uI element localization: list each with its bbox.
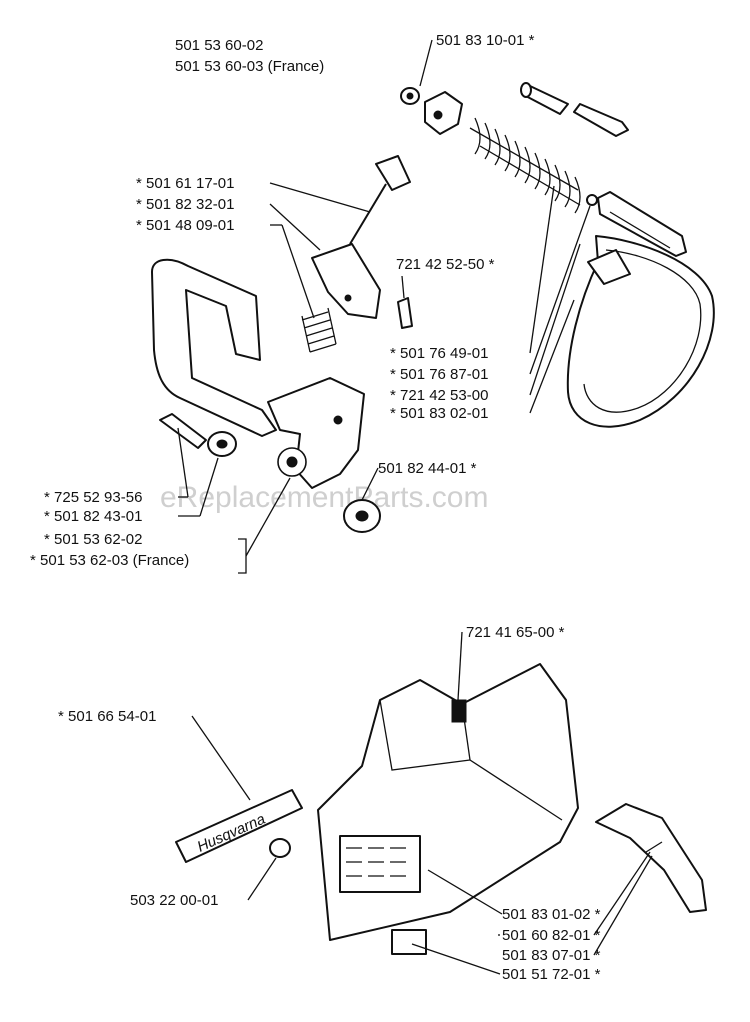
label-501-53-62-02: * 501 53 62-02: [44, 531, 142, 548]
label-501-82-32-01: * 501 82 32-01: [136, 196, 234, 213]
spacer-hole: [355, 510, 369, 522]
guard-plate-part: [267, 377, 365, 489]
cap-nut-part: [269, 838, 291, 858]
knob-shaft: [349, 183, 387, 245]
pin-part: [573, 103, 629, 137]
sleeve-end: [520, 82, 532, 98]
leader-lines: [177, 39, 653, 975]
knob-part: [375, 155, 411, 191]
chain-catcher-part: [391, 929, 427, 955]
label-501-83-10-01: 501 83 10-01 *: [436, 32, 535, 49]
label-501-76-49-01: * 501 76 49-01: [390, 345, 488, 362]
clutch-cover-part: [317, 663, 579, 941]
link-block-hole: [433, 110, 443, 120]
label-501-53-62-03: * 501 53 62-03 (France): [30, 552, 189, 569]
nut-hole: [406, 92, 414, 100]
label-501-83-02-01: * 501 83 02-01: [390, 405, 488, 422]
label-501-51-72-01: 501 51 72-01 *: [502, 966, 601, 983]
vent-grille: [339, 835, 421, 893]
assembly-number: 501 53 60-02: [175, 37, 263, 54]
watermark: eReplacementParts.com: [160, 481, 488, 514]
washer-small: [586, 194, 598, 206]
label-501-76-87-01: * 501 76 87-01: [390, 366, 488, 383]
label-501-82-43-01: * 501 82 43-01: [44, 508, 142, 525]
band-bracket: [587, 249, 631, 285]
plate-hole: [333, 415, 343, 425]
decal-part: [175, 789, 303, 863]
hand-guard-part: [151, 258, 277, 437]
clutch-cover-group: Husqvarna: [175, 663, 707, 955]
label-501-83-01-02: 501 83 01-02 *: [502, 906, 601, 923]
label-721-41-65-00: 721 41 65-00 *: [466, 624, 565, 641]
bushing-hole: [216, 439, 228, 449]
latch-part: [311, 243, 381, 319]
bolt-part: [159, 413, 207, 449]
label-501-66-54-01: * 501 66 54-01: [58, 708, 156, 725]
label-725-52-93-56: * 725 52 93-56: [44, 489, 142, 506]
latch-hole: [344, 294, 352, 302]
hand-guard-group: [151, 155, 413, 533]
spring-part: [469, 117, 581, 214]
label-501-61-17-01: * 501 61 17-01: [136, 175, 234, 192]
label-721-42-52-50: 721 42 52-50 *: [396, 256, 495, 273]
guard-pivot-hole: [286, 456, 298, 468]
link-block-part: [424, 91, 463, 135]
deflector-part: [595, 803, 707, 913]
assembly-number-france: 501 53 60-03 (France): [175, 58, 324, 75]
label-503-22-00-01: 503 22 00-01: [130, 892, 218, 909]
label-501-82-44-01: 501 82 44-01 *: [378, 460, 477, 477]
latch-spring-part: [301, 307, 337, 353]
label-501-48-09-01: * 501 48 09-01: [136, 217, 234, 234]
label-721-42-53-00: * 721 42 53-00: [390, 387, 488, 404]
cover-bolt: [451, 699, 467, 723]
brake-lever-plate: [597, 191, 687, 257]
label-501-60-82-01: 501 60 82-01 *: [502, 927, 601, 944]
small-pin-part: [397, 297, 413, 329]
brake-band-group: [400, 82, 715, 428]
label-501-83-07-01: 501 83 07-01 *: [502, 947, 601, 964]
